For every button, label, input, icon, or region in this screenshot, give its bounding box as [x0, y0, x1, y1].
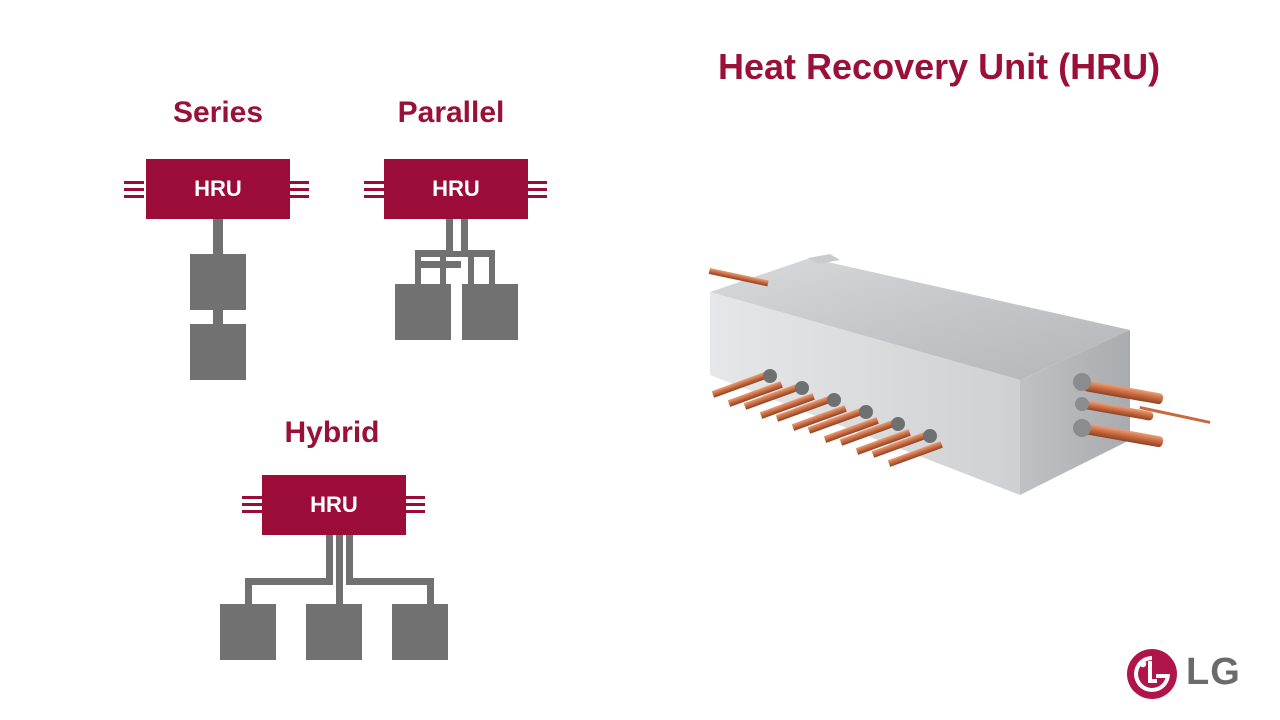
hybrid-indoor-unit-3 — [392, 604, 448, 660]
series-pipe — [213, 219, 223, 255]
series-label: Series — [172, 96, 264, 129]
parallel-pipe-right-top — [461, 250, 495, 257]
hru-product-illustration — [708, 254, 1211, 495]
parallel-indoor-unit-1 — [395, 284, 451, 340]
unit-top-face — [710, 258, 1130, 380]
hybrid-pipe-mid-vertical — [336, 535, 343, 605]
parallel-pipe-left-top — [415, 250, 453, 257]
hybrid-pipe-right-vertical — [346, 535, 353, 585]
hybrid-indoor-unit-2 — [306, 604, 362, 660]
hybrid-label: Hybrid — [284, 416, 380, 449]
hybrid-pipe-left-horizontal — [245, 578, 333, 585]
hru-left-connectors — [124, 181, 144, 202]
series-indoor-unit-1 — [190, 254, 246, 310]
hybrid-pipe-left-vertical — [326, 535, 333, 585]
hru-right-connectors — [527, 181, 547, 202]
series-indoor-unit-2 — [190, 324, 246, 380]
hru-left-connectors — [364, 181, 384, 202]
parallel-hru-box: HRU — [384, 159, 528, 219]
parallel-label: Parallel — [397, 96, 505, 129]
lg-logo-text: LG — [1186, 651, 1241, 693]
back-copper-pipe — [708, 268, 769, 287]
parallel-pipe-right-outer — [489, 250, 495, 284]
front-copper-ports — [711, 369, 943, 467]
hybrid-pipe-right-drop — [427, 578, 434, 604]
hybrid-indoor-unit-1 — [220, 604, 276, 660]
parallel-pipe-right-inner — [468, 257, 474, 284]
hybrid-pipe-right-horizontal — [346, 578, 434, 585]
lg-logo-icon — [1127, 649, 1177, 699]
parallel-pipe-gap — [453, 219, 461, 251]
parallel-pipe-left-outer — [415, 250, 421, 284]
hybrid-hru-box: HRU — [262, 475, 406, 535]
side-copper-pipes — [1073, 373, 1211, 448]
parallel-pipe-left-inner — [440, 257, 446, 284]
page-title: Heat Recovery Unit (HRU) — [718, 46, 1161, 87]
hru-right-connectors — [289, 181, 309, 202]
hybrid-pipe-left-drop — [245, 578, 252, 604]
lg-logo: LG — [1126, 647, 1250, 703]
hru-left-connectors — [242, 496, 262, 517]
series-hru-box: HRU — [146, 159, 290, 219]
unit-side-face — [1020, 330, 1130, 495]
hru-right-connectors — [405, 496, 425, 517]
hru-configuration-diagrams: Series HRU Parallel HRU Hybrid HRU — [124, 96, 547, 660]
series-pipe-2 — [213, 308, 223, 326]
unit-front-face — [710, 292, 1020, 495]
parallel-indoor-unit-2 — [462, 284, 518, 340]
parallel-pipe-left — [415, 261, 461, 268]
